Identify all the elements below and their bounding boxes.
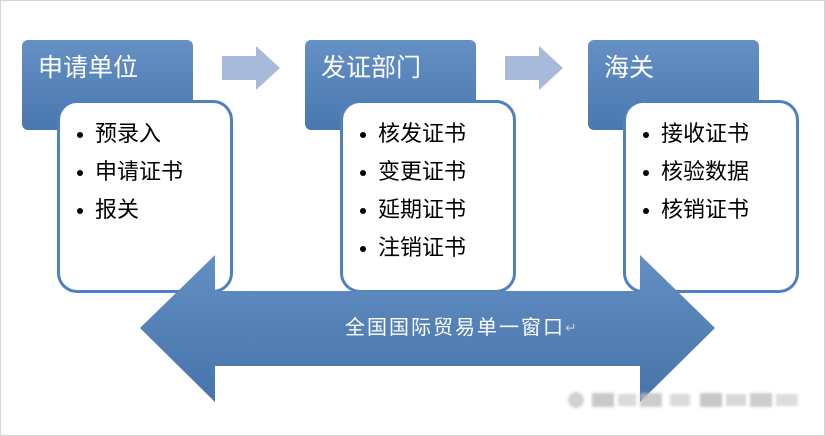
list-item-text: 延期证书 [378, 198, 467, 223]
bullet-icon [360, 170, 366, 176]
bullet-icon [643, 132, 649, 138]
stage-title: 发证部门 [321, 53, 422, 82]
list-item-text: 核发证书 [378, 122, 467, 147]
bullet-icon [360, 208, 366, 214]
list-item-text: 接收证书 [661, 122, 750, 147]
stage-item-list: 核发证书 变更证书 延期证书 注销证书 [343, 116, 466, 268]
list-item-text: 核销证书 [661, 198, 750, 223]
list-item: 核销证书 [626, 192, 749, 230]
stage-title: 申请单位 [38, 53, 139, 82]
stage-card-issuer: 核发证书 变更证书 延期证书 注销证书 [340, 100, 516, 293]
list-item-text: 核验数据 [661, 160, 750, 185]
stage-title: 海关 [604, 53, 655, 82]
list-item: 报关 [60, 192, 183, 230]
list-item-text: 变更证书 [378, 160, 467, 185]
stage-card-applicant: 预录入 申请证书 报关 [57, 100, 233, 293]
list-item-text: 申请证书 [95, 160, 184, 185]
list-item: 接收证书 [626, 116, 749, 154]
bullet-icon [77, 208, 83, 214]
list-item: 延期证书 [343, 192, 466, 230]
bullet-icon [360, 132, 366, 138]
stage-card-customs: 接收证书 核验数据 核销证书 [623, 100, 799, 293]
bullet-icon [77, 170, 83, 176]
list-item: 注销证书 [343, 230, 466, 268]
list-item-text: 注销证书 [378, 236, 467, 261]
platform-label: 全国国际贸易单一窗口↵ [345, 315, 577, 341]
list-item: 预录入 [60, 116, 183, 154]
list-item-text: 报关 [95, 198, 140, 223]
bullet-icon [643, 170, 649, 176]
list-item: 申请证书 [60, 154, 183, 192]
stage-item-list: 接收证书 核验数据 核销证书 [626, 116, 749, 230]
bullet-icon [643, 208, 649, 214]
bullet-icon [77, 132, 83, 138]
watermark [568, 392, 798, 408]
platform-label-text: 全国国际贸易单一窗口 [345, 315, 565, 339]
stage-item-list: 预录入 申请证书 报关 [60, 116, 183, 230]
list-item: 核发证书 [343, 116, 466, 154]
bullet-icon [360, 246, 366, 252]
return-mark: ↵ [565, 320, 577, 337]
list-item-text: 预录入 [95, 122, 162, 147]
list-item: 变更证书 [343, 154, 466, 192]
list-item: 核验数据 [626, 154, 749, 192]
